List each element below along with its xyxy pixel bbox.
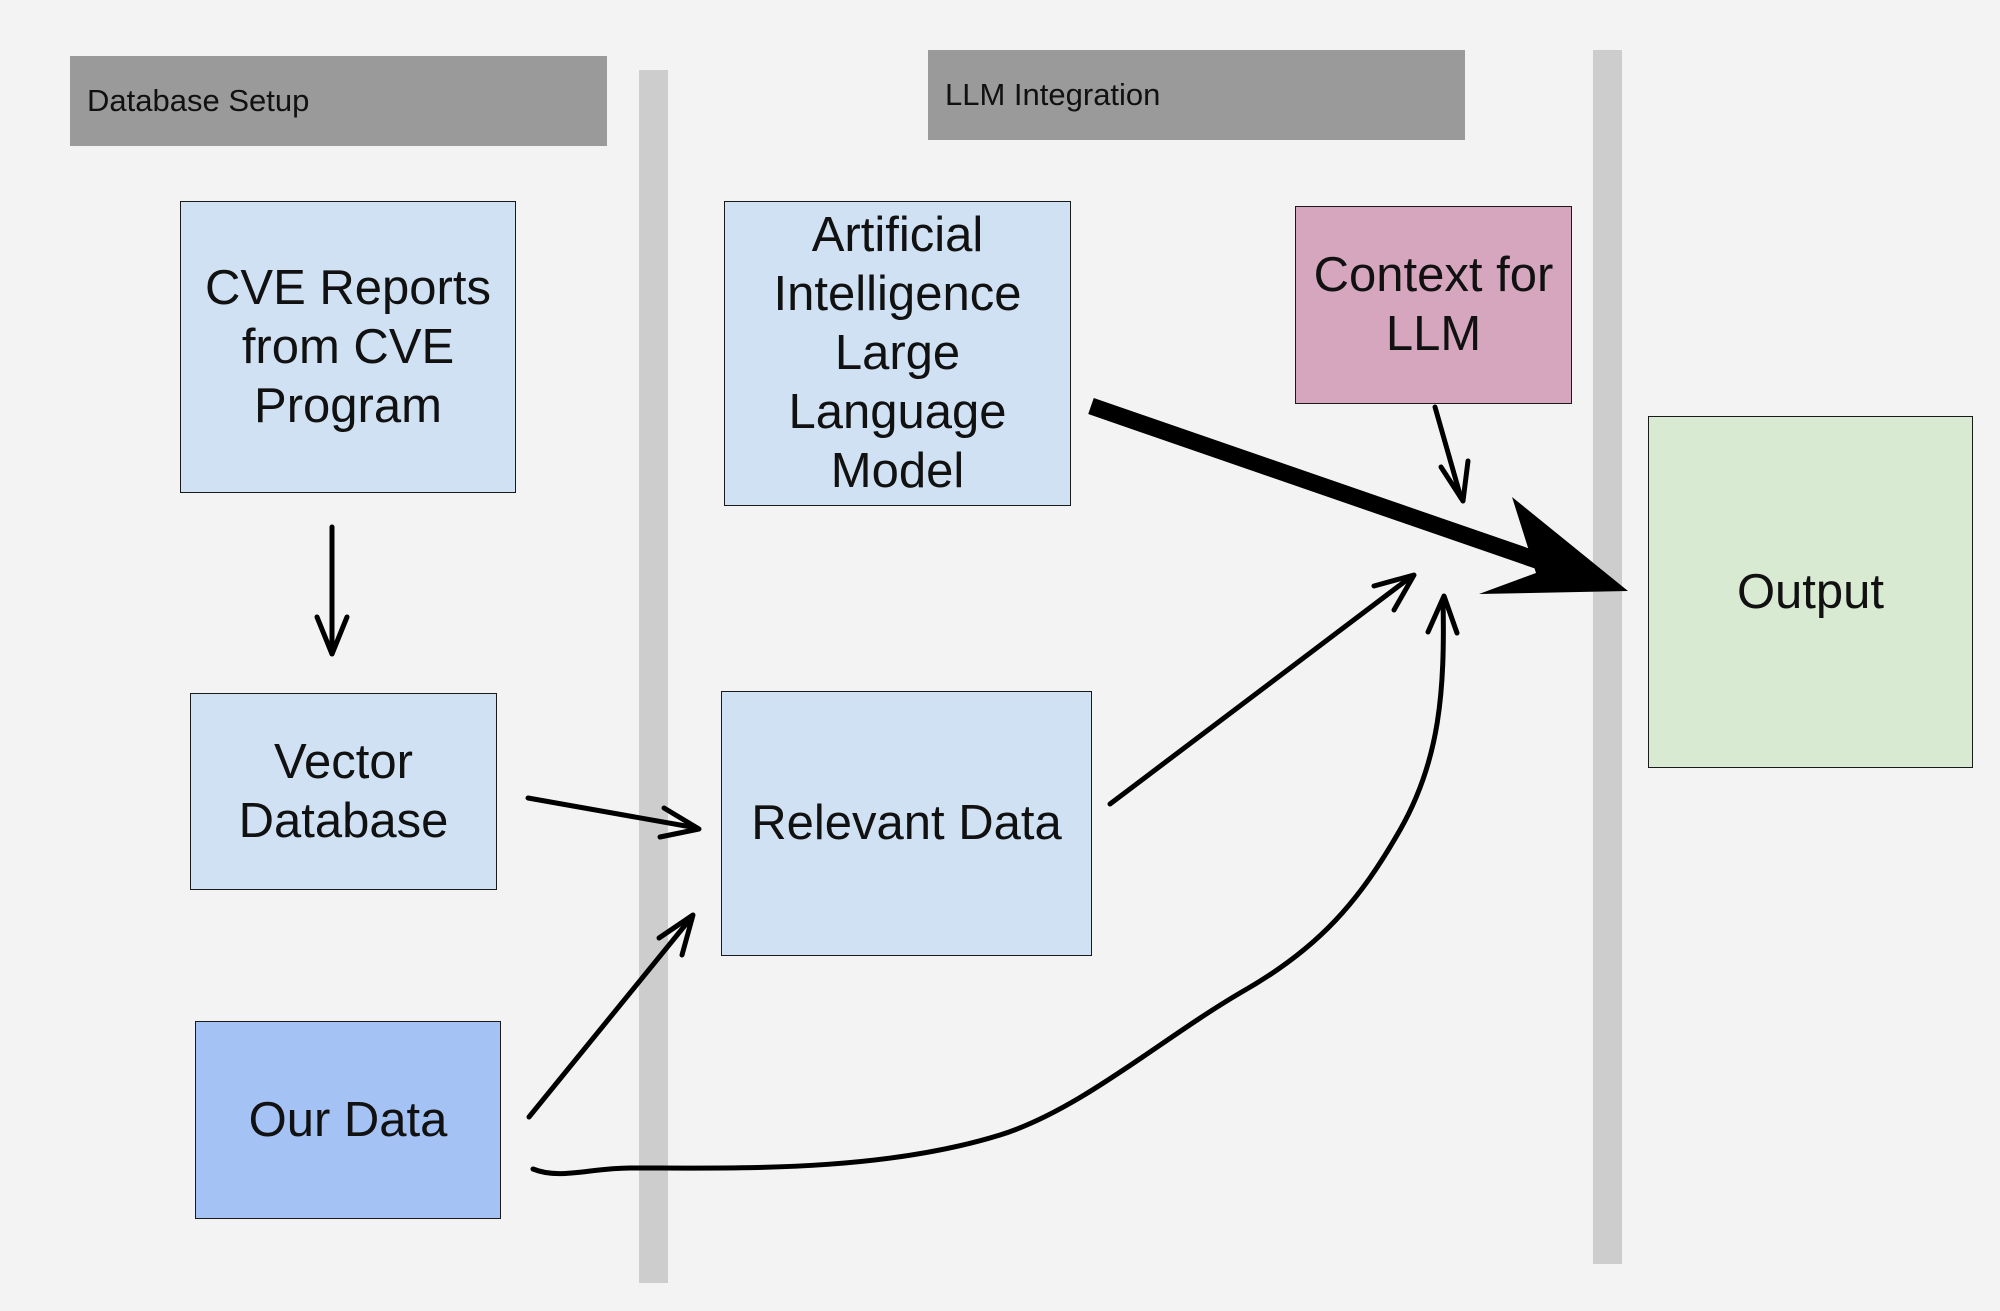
edge-context-to-output: [1432, 404, 1464, 501]
lane-header-database-setup: Database Setup: [70, 56, 607, 146]
node-context: Context for LLM: [1295, 206, 1572, 404]
node-vector-database: Vector Database: [190, 693, 497, 890]
node-relevant-data: Relevant Data: [721, 691, 1092, 956]
lane-divider-left: [639, 70, 668, 1283]
edge-vector-to-relevant: [525, 795, 700, 831]
lane-divider-right: [1593, 50, 1622, 1264]
node-cve-reports-label: CVE Reports from CVE Program: [205, 260, 491, 433]
node-context-label: Context for LLM: [1313, 248, 1554, 361]
edge-ourdata-to-output-head: [1425, 593, 1460, 636]
node-our-data-label: Our Data: [248, 1092, 448, 1147]
node-cve-reports: CVE Reports from CVE Program: [180, 201, 516, 493]
edge-llm-to-output-head: [1479, 497, 1628, 594]
lane-header-llm-integration: LLM Integration: [928, 50, 1465, 140]
edge-vector-to-relevant-head: [657, 805, 702, 840]
lane-title-llm-integration: LLM Integration: [945, 77, 1161, 112]
edge-llm-to-output: [1088, 397, 1551, 573]
node-relevant-data-label: Relevant Data: [751, 796, 1062, 850]
edge-relevant-to-output: [1107, 573, 1415, 807]
edge-ourdata-to-output: [530, 597, 1446, 1177]
node-llm-label: Artificial Intelligence Large Language M…: [773, 208, 1022, 498]
node-our-data: Our Data: [195, 1021, 501, 1219]
node-llm: Artificial Intelligence Large Language M…: [724, 201, 1071, 506]
node-output-label: Output: [1736, 564, 1885, 619]
node-vector-database-label: Vector Database: [238, 734, 449, 848]
edge-relevant-to-output-head: [1371, 572, 1417, 613]
lane-title-database-setup: Database Setup: [87, 83, 310, 118]
edge-ourdata-to-relevant: [526, 915, 694, 1120]
edge-cve-to-vector-head: [314, 614, 350, 657]
edge-context-to-output-head: [1438, 458, 1471, 504]
edge-ourdata-to-relevant-head: [656, 912, 696, 958]
node-output: Output: [1648, 416, 1973, 768]
